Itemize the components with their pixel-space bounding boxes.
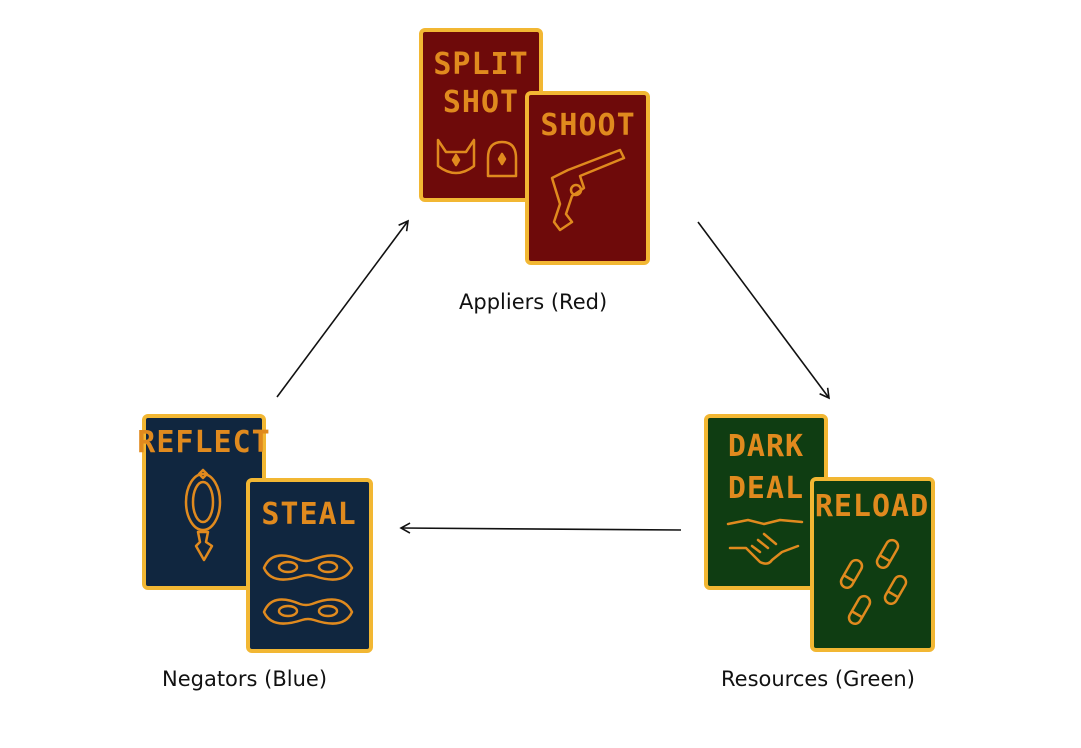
card-title-line1: DARK [728, 429, 804, 464]
card-title-line1: SPLIT [433, 47, 528, 82]
red-group-label: Appliers (Red) [459, 290, 608, 314]
blue-card-group: REFLECT STEAL [137, 414, 373, 653]
bullets-icon [839, 538, 908, 625]
mirror-icon [184, 468, 222, 562]
blue-group-label: Negators (Blue) [162, 667, 328, 691]
revolver-icon [550, 148, 626, 232]
cat-icon [436, 138, 476, 175]
arrow-green-to-blue [399, 522, 682, 534]
dark-deal-card: DARK DEAL [704, 414, 828, 590]
shoot-card: SHOOT [525, 91, 650, 265]
card-title-line1: RELOAD [815, 489, 929, 524]
red-card-group: SPLIT SHOT SHOOT [419, 28, 650, 265]
arrow-blue-to-red [276, 219, 409, 398]
card-title-line1: STEAL [261, 497, 356, 532]
card-title-line2: DEAL [728, 471, 804, 506]
steal-card: STEAL [246, 478, 373, 653]
card-title-line2: SHOT [443, 85, 519, 120]
green-group-label: Resources (Green) [721, 667, 915, 691]
arrow-red-to-green [697, 221, 830, 400]
card-title-line1: SHOOT [540, 108, 635, 143]
bell-icon [486, 140, 518, 178]
masks-icon [262, 554, 354, 625]
card-title-line1: REFLECT [137, 425, 270, 460]
reflect-card: REFLECT [137, 414, 270, 590]
green-card-group: DARK DEAL RELOAD [704, 414, 935, 652]
handshake-icon [726, 518, 804, 565]
reload-card: RELOAD [810, 477, 935, 652]
split-shot-card: SPLIT SHOT [419, 28, 543, 202]
